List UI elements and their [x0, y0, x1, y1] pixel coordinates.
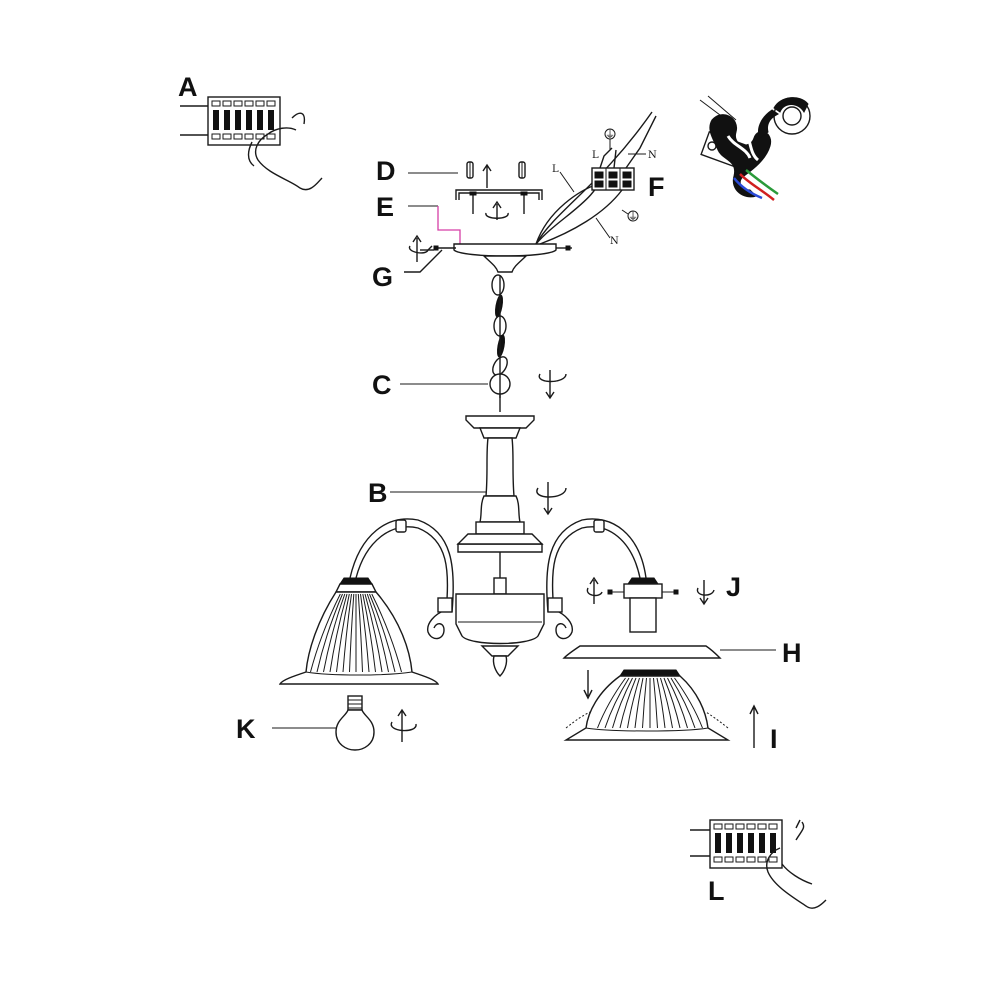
callout-f: F: [648, 172, 665, 202]
callout-c: C: [372, 370, 392, 400]
wiring-terminal-block: L N L N ⏚ ⏚: [535, 111, 657, 247]
rotate-socket-screw-left-icon: [586, 576, 603, 604]
wire-label-neutral-top: N: [648, 150, 657, 161]
wire-label-live-left: L: [552, 164, 559, 175]
insulation-tape-illustration: [699, 95, 811, 201]
shade-mounting-ring: [562, 645, 776, 659]
bracket-highlight-line: [437, 206, 461, 246]
callout-l: L: [708, 876, 725, 906]
rotate-screw-icon: [404, 234, 443, 273]
wire-blue: [733, 177, 763, 200]
breaker-panel-on: [690, 819, 827, 909]
breaker-panel-off: [180, 96, 323, 191]
callout-i: I: [770, 724, 778, 754]
callout-b: B: [368, 478, 388, 508]
earth-symbol-bottom: ⏚: [628, 211, 638, 223]
earth-symbol-top: ⏚: [605, 129, 615, 141]
rotate-chain-icon: [538, 370, 567, 400]
callout-j: J: [726, 572, 741, 602]
rotate-socket-screw-right-icon: [696, 580, 715, 606]
light-bulb: [272, 695, 375, 751]
suspension-chain: [400, 274, 511, 412]
callout-a: A: [178, 72, 198, 102]
left-arm-with-shade: [278, 518, 454, 685]
wire-label-live-top: L: [592, 150, 599, 161]
callout-d: D: [376, 156, 396, 186]
central-stem: [390, 415, 544, 595]
glass-shade: [563, 669, 759, 748]
wire-green: [745, 169, 779, 196]
wire-red: [739, 173, 775, 201]
right-arm-with-socket: [546, 518, 679, 640]
wire-label-neutral-bottom: N: [610, 236, 619, 247]
rotate-bulb-icon: [390, 708, 417, 742]
wall-plugs: [408, 161, 526, 188]
callout-g: G: [372, 262, 393, 292]
callout-e: E: [376, 192, 394, 222]
ceiling-canopy: [433, 243, 572, 273]
callout-k: K: [236, 714, 256, 744]
rotate-stem-icon: [536, 482, 567, 516]
mounting-bracket: [408, 189, 543, 246]
chandelier-body: [455, 593, 545, 677]
callout-h: H: [782, 638, 802, 668]
